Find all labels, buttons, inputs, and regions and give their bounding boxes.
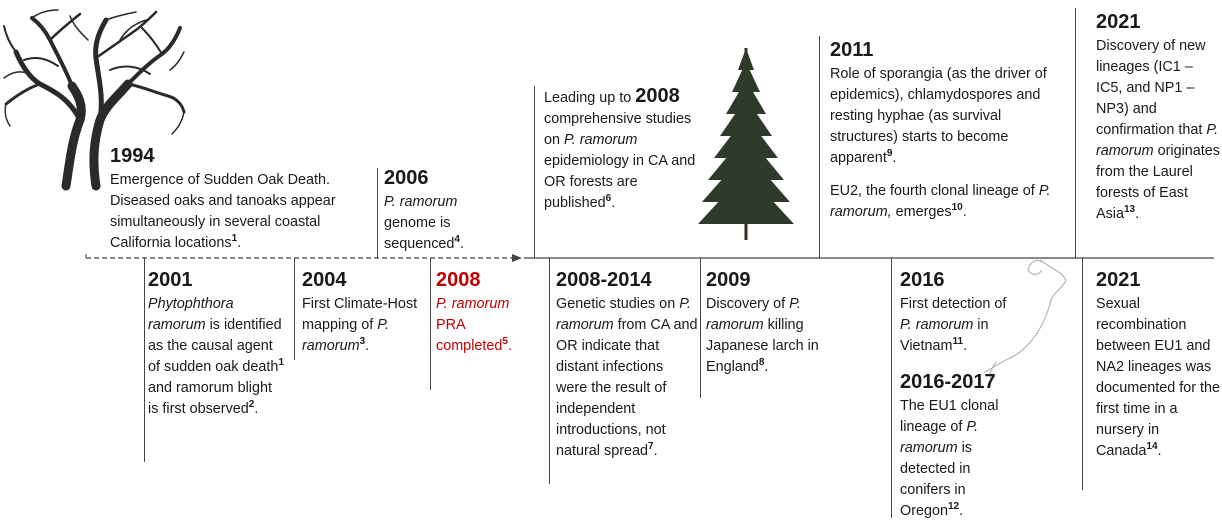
conifer-tree-illustration [698, 48, 794, 240]
connector-2021b [1082, 258, 1083, 490]
event-2008: Leading up to 2008 comprehensive studies… [544, 85, 696, 212]
event-year: 2008-2014 [556, 269, 652, 291]
reference-number: 13 [1124, 204, 1136, 216]
connector-2006 [377, 168, 378, 258]
japan-map-outline [983, 259, 1067, 381]
event-year: 2004 [302, 269, 347, 291]
species-name: P. ramorum [564, 132, 638, 148]
reference-number: 12 [948, 501, 960, 513]
reference-number: 2 [248, 399, 255, 411]
event-year: 1994 [110, 145, 155, 167]
species-name: P. ramorum [302, 317, 389, 354]
connector-2001 [144, 258, 145, 462]
species-name: P. ramorum [1096, 122, 1219, 159]
species-name: P. ramorum [706, 296, 801, 333]
connector-2009 [700, 258, 701, 398]
species-name: P. ramorum [384, 194, 458, 210]
event-year: 2021 [1096, 11, 1141, 33]
connector-2016 [891, 258, 892, 518]
species-name: P. ramorum, [830, 183, 1051, 220]
event-year: 2016 [900, 269, 945, 291]
reference-number: 9 [886, 148, 893, 160]
species-name: P. ramorum [436, 296, 510, 312]
oak-tree-illustration [0, 8, 186, 191]
connector-2008-pra [430, 258, 431, 390]
reference-number: 14 [1146, 441, 1158, 453]
reference-number: 7 [648, 441, 654, 453]
event-text: Emergence of Sudden Oak Death. Diseased … [110, 172, 336, 251]
event-year: 2006 [384, 167, 429, 189]
connector-2008-2014 [549, 258, 550, 484]
event-year: 2011 [830, 39, 874, 61]
event-year: 2016-2017 [900, 371, 996, 393]
event-year: 2008 [436, 269, 481, 291]
event-year: 2009 [706, 269, 751, 291]
reference-number: 1 [231, 233, 238, 245]
reference-number: 1 [278, 357, 284, 369]
reference-number: 5 [502, 336, 508, 348]
connector-2021a [1075, 8, 1076, 258]
species-name: P. ramorum [900, 317, 974, 333]
reference-number: 6 [605, 193, 612, 205]
reference-number: 3 [359, 336, 366, 348]
reference-number: 4 [454, 234, 460, 246]
event-year: 2021 [1096, 269, 1141, 291]
species-name: P. ramorum [556, 296, 691, 333]
connector-2004 [294, 258, 295, 360]
reference-number: 8 [758, 357, 765, 369]
reference-number: 10 [951, 202, 963, 214]
species-name: Phytophthora ramorum [148, 296, 234, 333]
reference-number: 11 [952, 336, 964, 348]
connector-2008 [534, 86, 535, 258]
event-2011-eu2: EU2, the fourth clonal lineage of P. ram… [830, 183, 1051, 220]
species-name: P. ramorum [900, 419, 979, 456]
event-year: 2001 [148, 269, 193, 291]
connector-2011 [819, 36, 820, 258]
event-year: 2008 [635, 85, 680, 107]
